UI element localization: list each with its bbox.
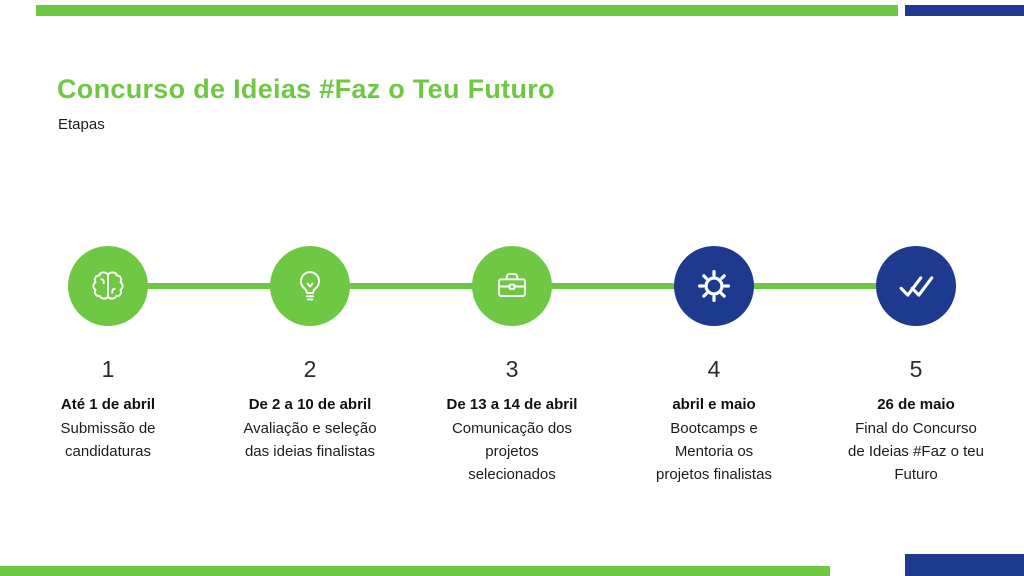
stage-4-date: abril e maio	[672, 396, 756, 413]
stage-1-date: Até 1 de abril	[60, 396, 156, 413]
stage-1-number: 1	[101, 356, 115, 382]
stage-4-circle	[674, 246, 754, 326]
brain-icon	[92, 271, 124, 300]
stage-4-description: Bootcamps e Mentoria os projetos finalis…	[656, 420, 772, 483]
stage-3-date: De 13 a 14 de abril	[446, 396, 578, 413]
stage-3-circle	[472, 246, 552, 326]
stage-1-circle	[68, 246, 148, 326]
stage-2-description: Avaliação e seleção das ideias finalista…	[243, 420, 377, 460]
bottom-accent-bar-green	[0, 566, 830, 576]
stage-1-description: Submissão de candidaturas	[60, 420, 156, 460]
stage-5-circle	[876, 246, 956, 326]
timeline-stage-3: 3 De 13 a 14 de abril Comunicação dos pr…	[412, 246, 612, 486]
briefcase-icon	[498, 273, 526, 298]
stage-2-circle	[270, 246, 350, 326]
stage-3-number: 3	[505, 356, 519, 382]
stage-3-description: Comunicação dos projetos selecionados	[451, 420, 573, 483]
double-check-icon	[899, 276, 934, 297]
stage-5-date: 26 de maio	[877, 396, 955, 413]
timeline-stage-4: 4 abril e maio Bootcamps e Mentoria os p…	[614, 246, 814, 486]
bottom-accent-bar-navy	[905, 554, 1024, 576]
stage-4-number: 4	[707, 356, 721, 382]
timeline-stage-2: 2 De 2 a 10 de abril Avaliação e seleção…	[210, 246, 410, 463]
stage-5-description: Final do Concurso de Ideias #Faz o teu F…	[848, 420, 984, 483]
timeline: 1 Até 1 de abril Submissão de candidatur…	[0, 246, 1024, 546]
timeline-stage-5: 5 26 de maio Final do Concurso de Ideias…	[816, 246, 1016, 486]
top-accent-bar-green	[36, 5, 898, 16]
gear-icon	[697, 269, 731, 303]
page-title: Concurso de Ideias #Faz o Teu Futuro	[57, 74, 555, 104]
timeline-stage-1: 1 Até 1 de abril Submissão de candidatur…	[8, 246, 208, 463]
lightbulb-icon	[300, 271, 320, 301]
stage-2-date: De 2 a 10 de abril	[248, 396, 372, 413]
page-subtitle: Etapas	[58, 116, 105, 133]
stage-2-number: 2	[303, 356, 317, 382]
top-accent-bar-navy	[905, 5, 1024, 16]
stage-5-number: 5	[909, 356, 923, 382]
